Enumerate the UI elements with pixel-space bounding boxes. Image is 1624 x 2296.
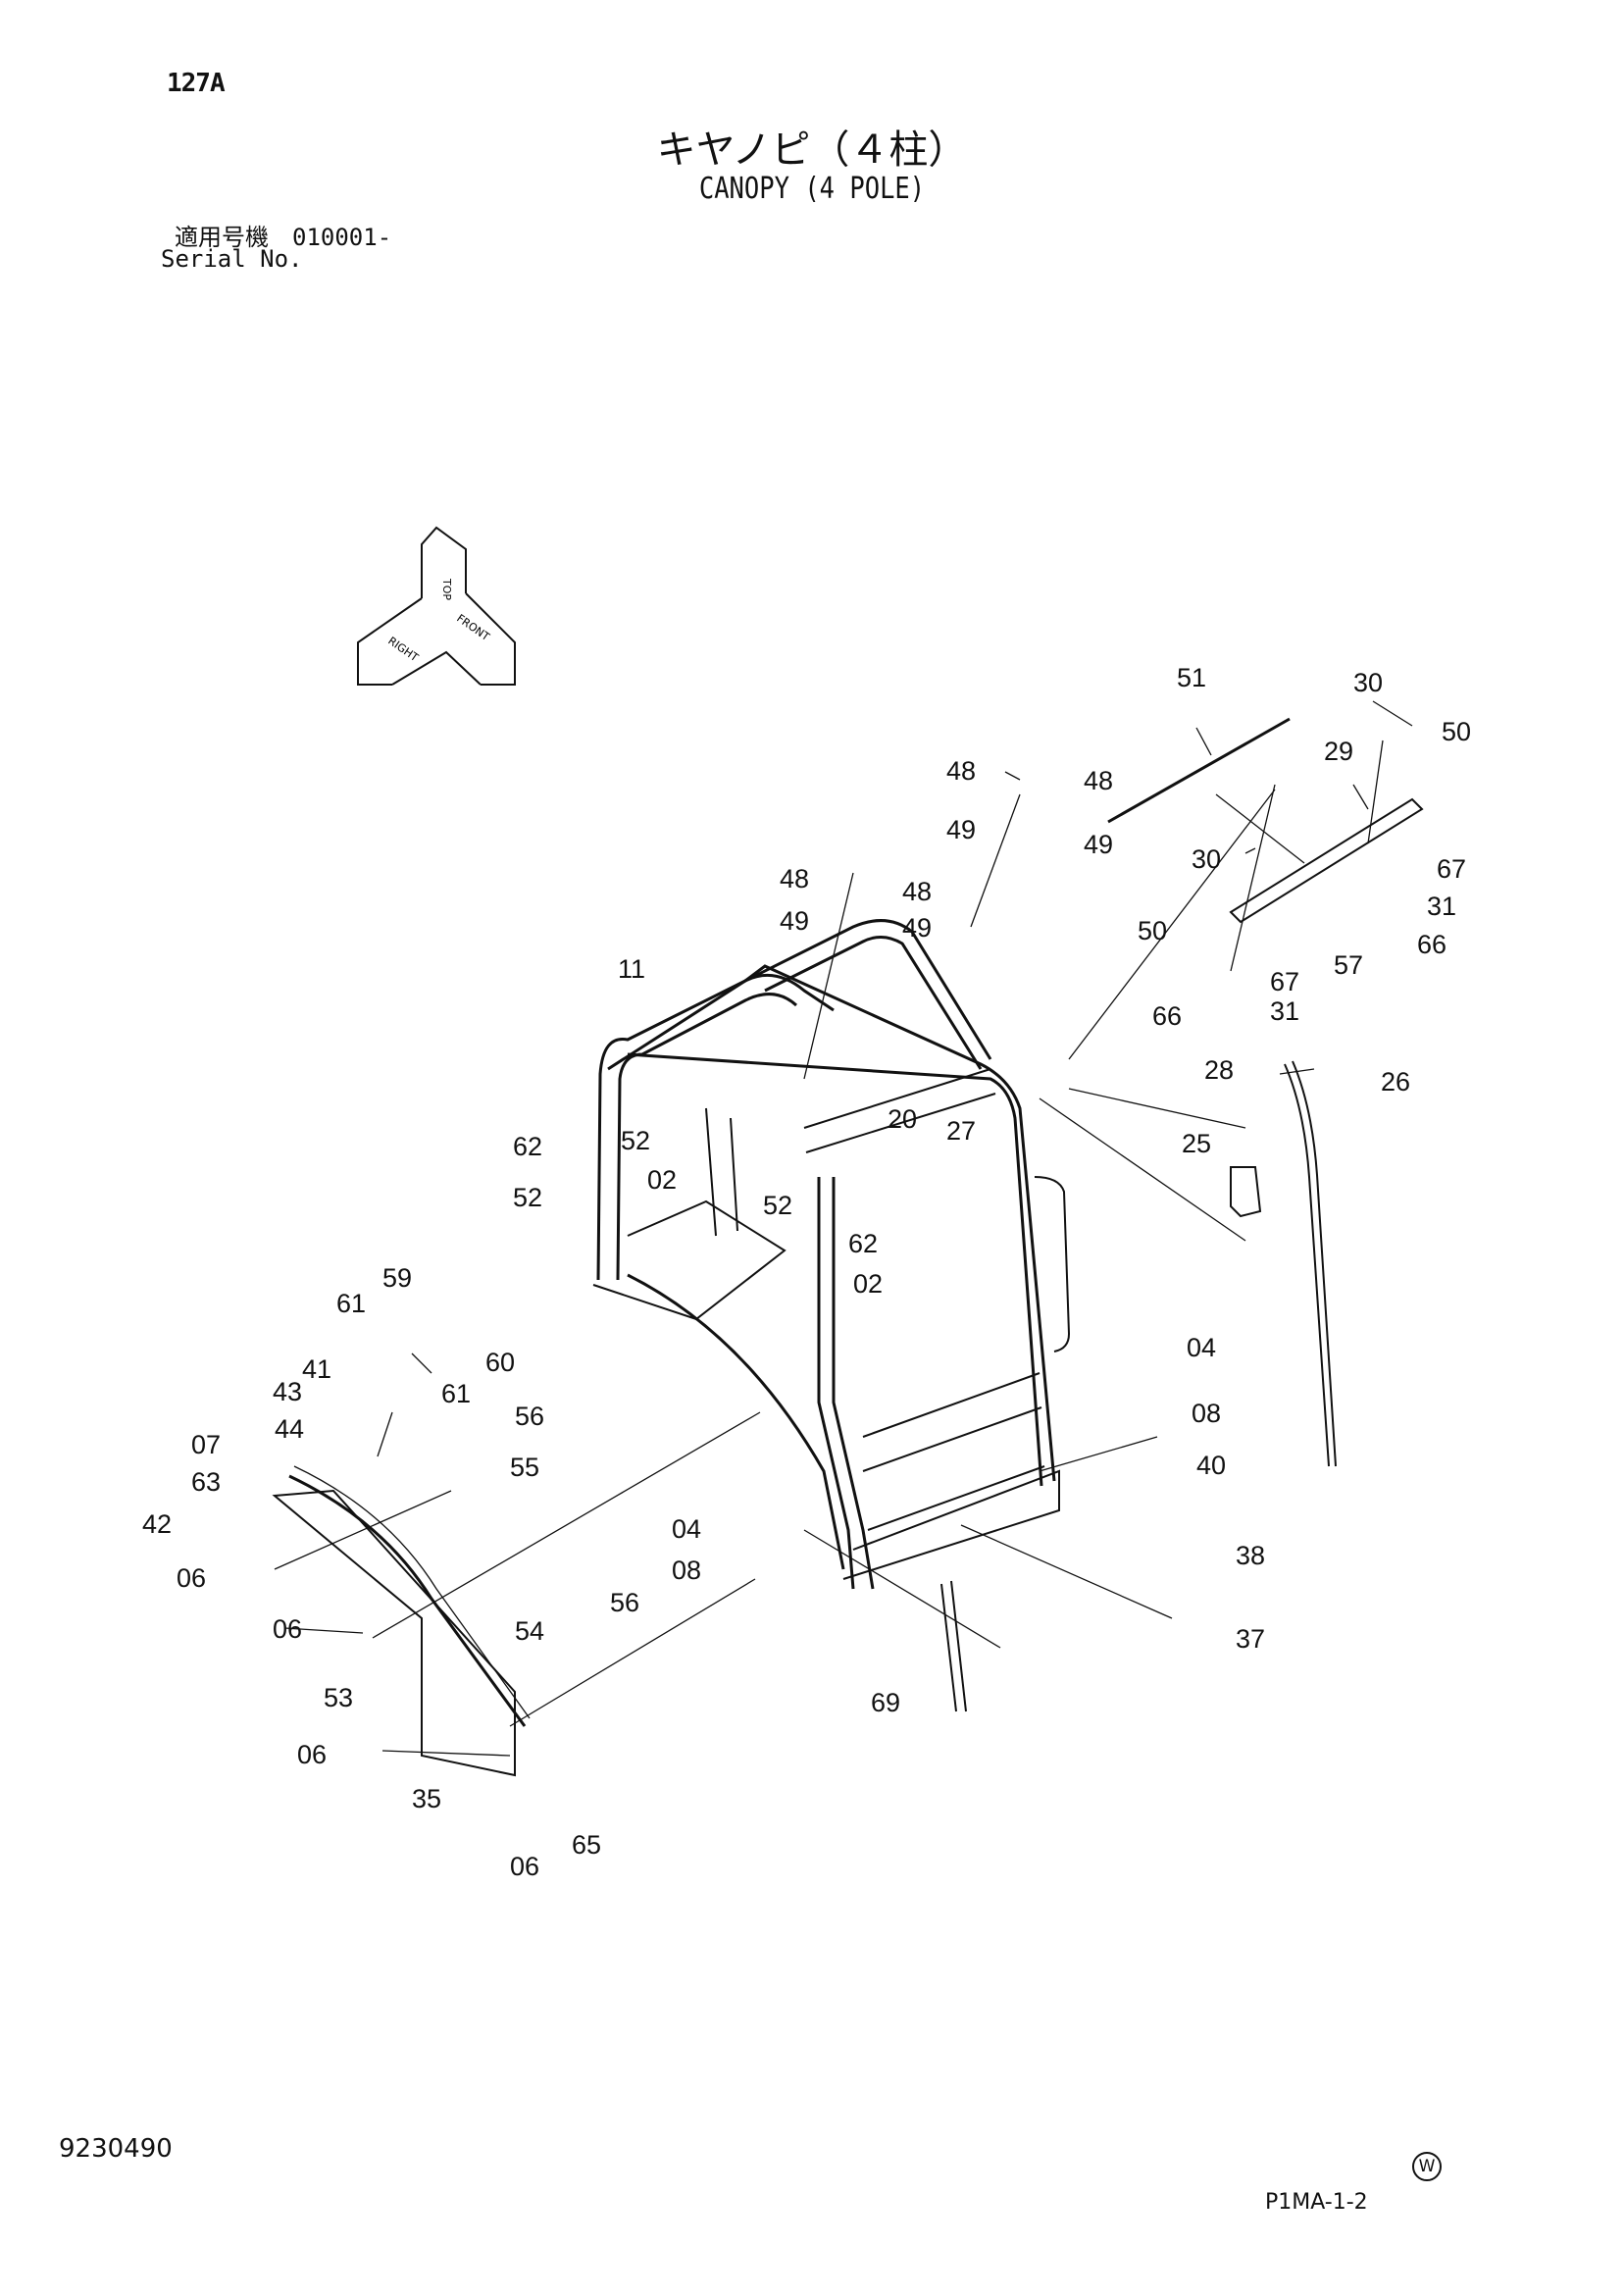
watermark-icon: W — [1412, 2152, 1442, 2181]
part-label: 61 — [441, 1379, 471, 1408]
part-label: 42 — [142, 1509, 172, 1539]
part-label: 53 — [324, 1683, 353, 1712]
part-label: 52 — [513, 1183, 542, 1212]
part-label: 02 — [647, 1165, 677, 1195]
orientation-arrows-icon: TOP RIGHT FRONT — [357, 526, 516, 686]
part-label: 04 — [672, 1514, 701, 1544]
part-label: 67 — [1270, 967, 1299, 996]
part-label: 43 — [273, 1377, 302, 1406]
part-label: 06 — [297, 1740, 327, 1769]
part-label: 38 — [1236, 1541, 1265, 1570]
part-label: 56 — [610, 1588, 639, 1617]
part-label: 48 — [946, 756, 976, 786]
part-label: 02 — [853, 1269, 883, 1299]
part-label: 35 — [412, 1784, 441, 1813]
part-label: 62 — [848, 1229, 878, 1258]
part-label: 25 — [1182, 1129, 1211, 1158]
part-label: 55 — [510, 1453, 539, 1482]
serial-no-label: Serial No. — [161, 245, 303, 273]
part-label: 49 — [1084, 830, 1113, 859]
part-label: 37 — [1236, 1624, 1265, 1654]
part-label: 31 — [1427, 892, 1456, 921]
part-label: 28 — [1204, 1055, 1234, 1085]
part-label: 63 — [191, 1467, 221, 1497]
part-label: 49 — [902, 913, 932, 943]
part-label: 06 — [510, 1852, 539, 1881]
part-label: 06 — [177, 1563, 206, 1593]
part-label: 61 — [336, 1289, 366, 1318]
part-label: 66 — [1417, 930, 1446, 959]
part-label: 50 — [1442, 717, 1471, 746]
orientation-top-label: TOP — [440, 578, 453, 600]
part-label: 49 — [780, 906, 809, 936]
part-label: 30 — [1353, 668, 1383, 697]
part-label: 56 — [515, 1402, 544, 1431]
leader-lines — [274, 700, 1413, 1757]
part-label: 27 — [946, 1116, 976, 1146]
page-code: P1MA-1-2 — [1265, 2190, 1368, 2215]
part-label: 30 — [1192, 844, 1221, 874]
part-label: 31 — [1270, 996, 1299, 1026]
part-label: 26 — [1381, 1067, 1410, 1097]
side-panel — [272, 1465, 531, 1777]
canopy-frame — [592, 919, 1071, 1590]
document-number: 9230490 — [59, 2134, 173, 2164]
part-label: 66 — [1152, 1001, 1182, 1031]
part-label: 52 — [621, 1126, 650, 1155]
title-japanese: キヤノピ（４柱） — [656, 128, 968, 173]
part-label: 07 — [191, 1430, 221, 1459]
part-label: 50 — [1138, 916, 1167, 945]
part-label: 49 — [946, 815, 976, 844]
right-seal — [1230, 1060, 1337, 1467]
part-label: 60 — [485, 1348, 515, 1377]
part-label: 20 — [888, 1104, 917, 1134]
serial-applicability: 適用号機 010001- — [175, 224, 392, 251]
part-label: 51 — [1177, 663, 1206, 692]
part-label: 59 — [382, 1263, 412, 1293]
part-label: 48 — [902, 877, 932, 906]
part-label: 41 — [302, 1354, 331, 1384]
orientation-right-label: RIGHT — [385, 635, 421, 665]
part-label: 48 — [1084, 766, 1113, 795]
page-number: 127A — [167, 69, 226, 98]
part-label: 04 — [1187, 1333, 1216, 1362]
part-label: 08 — [672, 1556, 701, 1585]
part-label: 08 — [1192, 1399, 1221, 1428]
part-label: 48 — [780, 864, 809, 893]
roof-strips — [940, 717, 1424, 1712]
part-label: 57 — [1334, 950, 1363, 980]
part-number-labels: 51 30 50 29 48 48 49 49 48 48 49 49 30 6… — [142, 663, 1471, 1881]
part-label: 11 — [618, 954, 645, 984]
part-label: 69 — [871, 1688, 900, 1717]
part-label: 65 — [572, 1830, 601, 1860]
part-label: 40 — [1196, 1451, 1226, 1480]
part-label: 06 — [273, 1614, 302, 1644]
part-label: 62 — [513, 1132, 542, 1161]
part-label: 44 — [275, 1414, 304, 1444]
part-label: 29 — [1324, 737, 1353, 766]
orientation-front-label: FRONT — [454, 612, 491, 643]
part-label: 54 — [515, 1616, 544, 1646]
part-label: 67 — [1437, 854, 1466, 884]
title-english: CANOPY (4 POLE) — [698, 172, 926, 206]
part-label: 52 — [763, 1191, 792, 1220]
